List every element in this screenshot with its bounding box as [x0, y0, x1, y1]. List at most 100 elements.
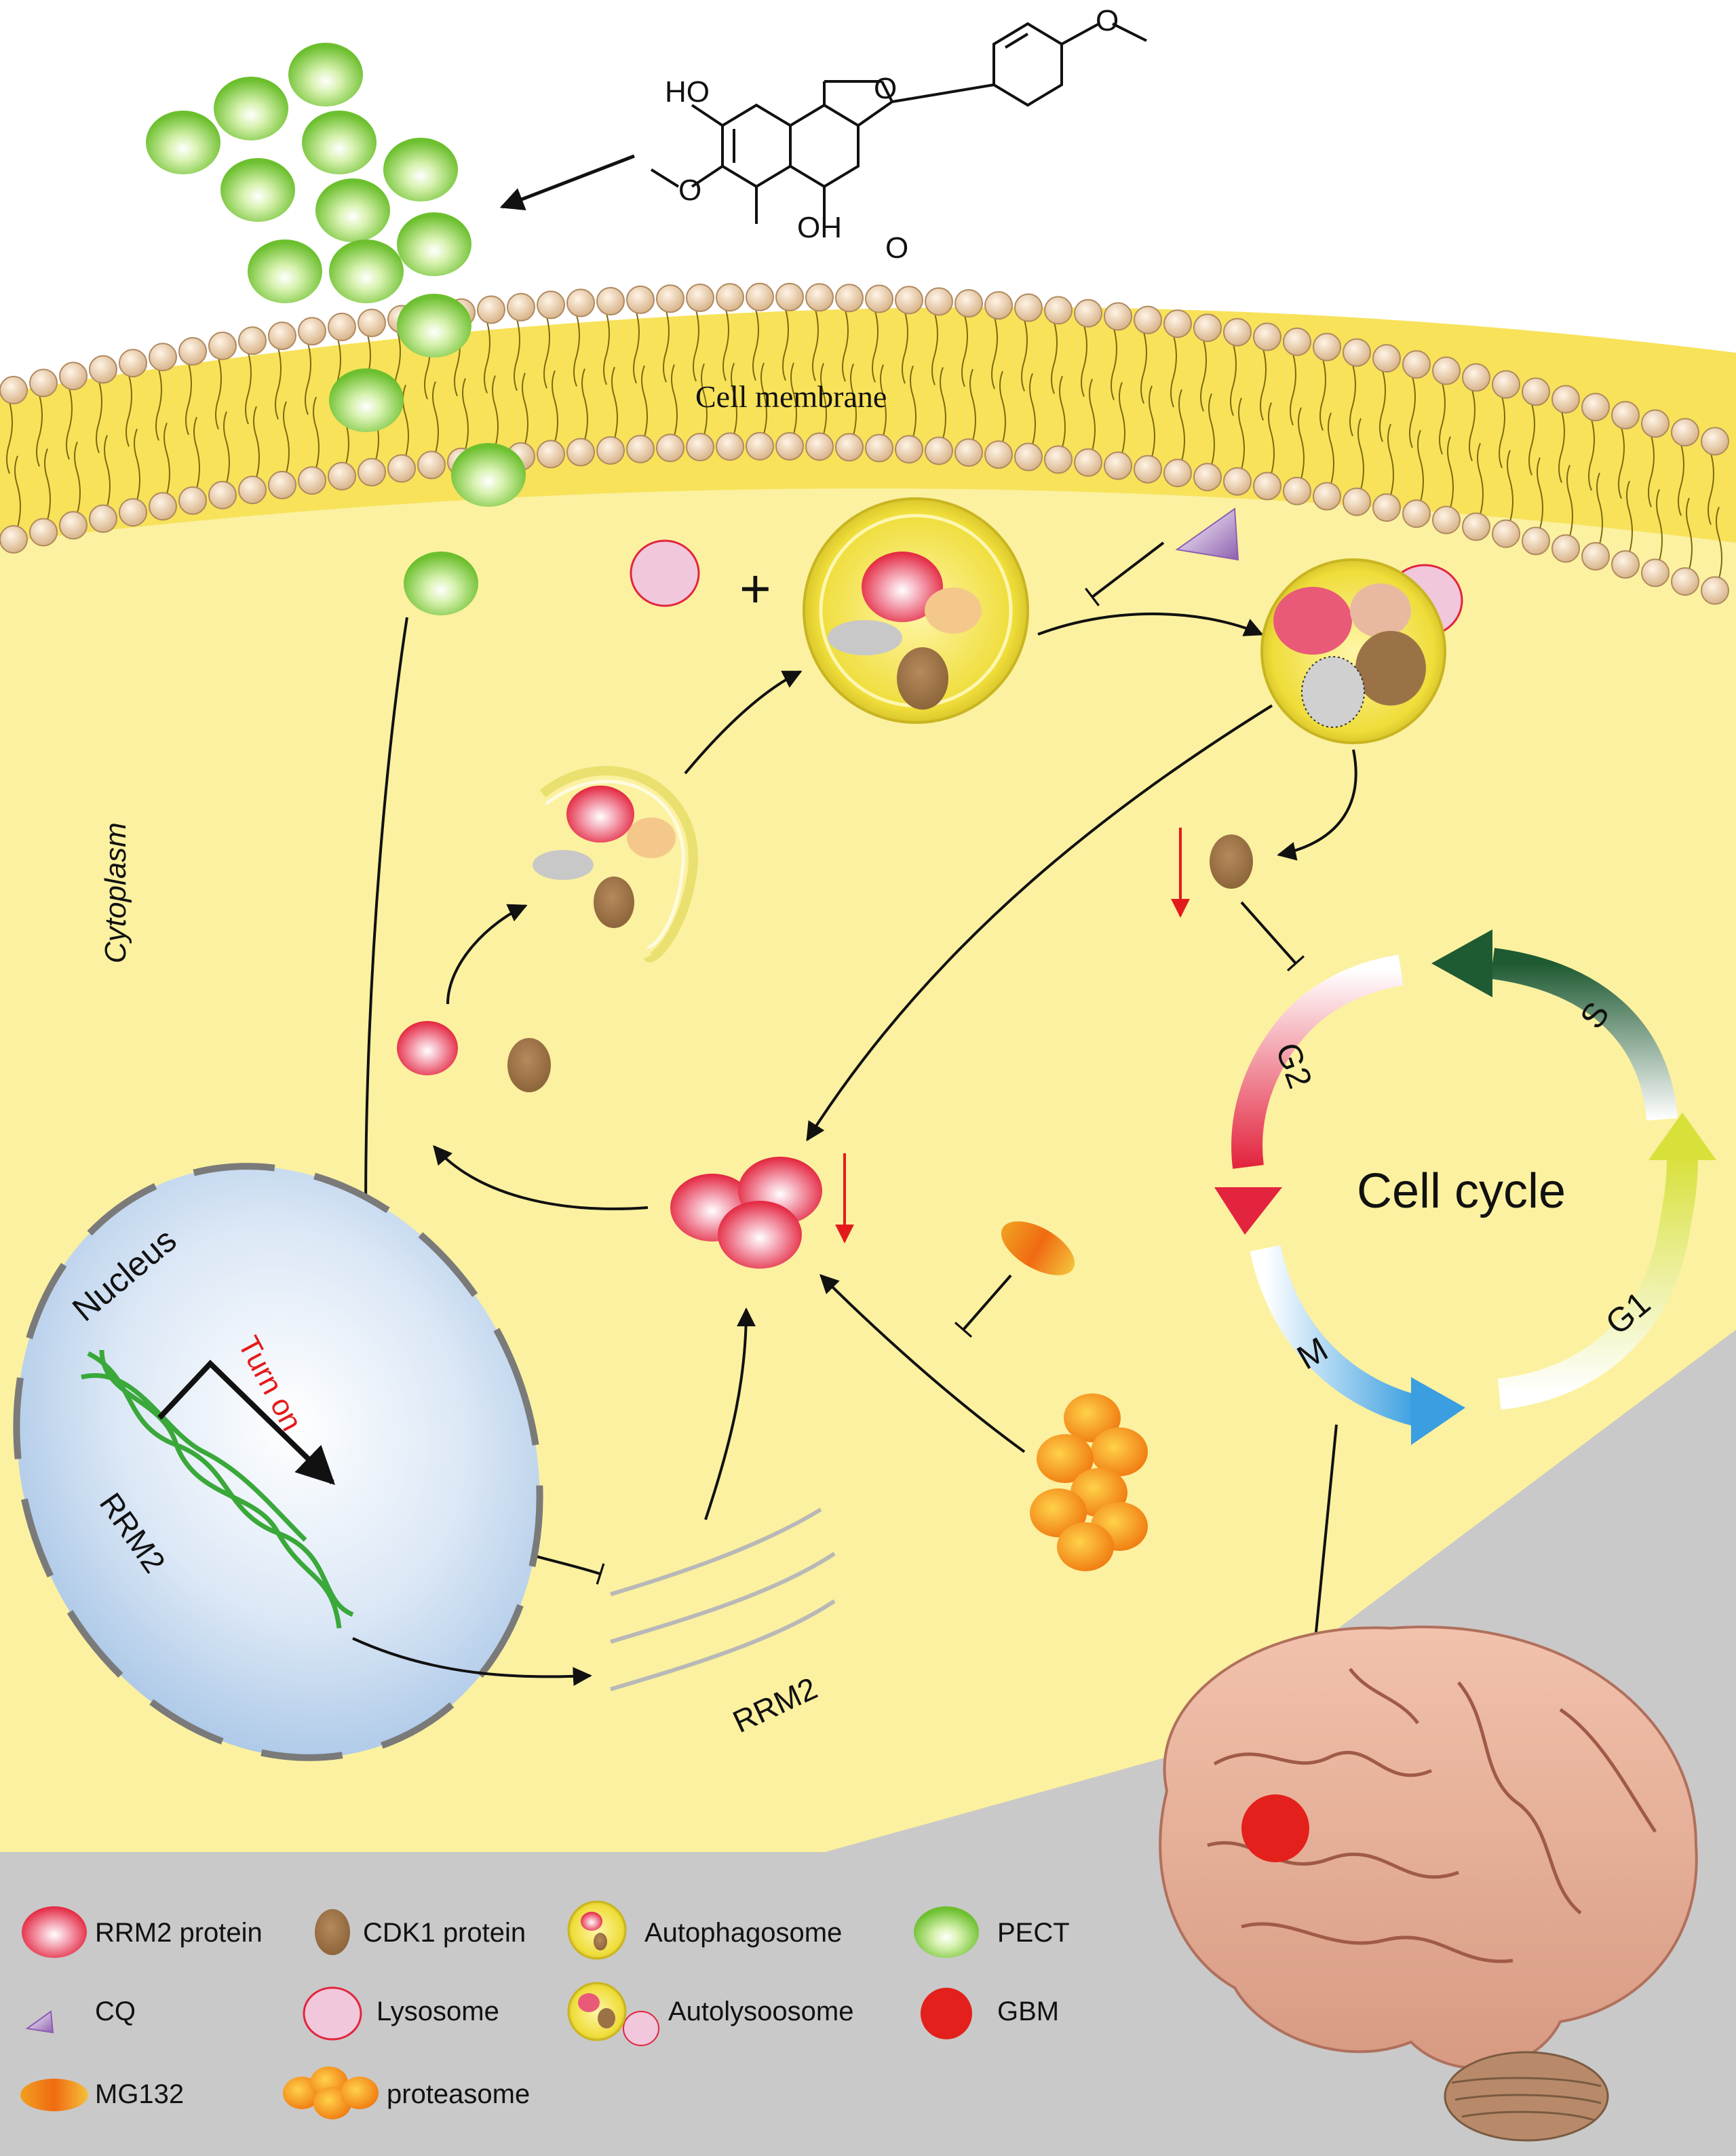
lipid-head — [925, 287, 953, 316]
lipid-head — [238, 476, 267, 505]
lipid-tail — [44, 448, 51, 520]
lipid-tail — [931, 313, 938, 385]
lipid-head — [1402, 350, 1431, 379]
lipid-head — [59, 511, 88, 540]
legend-item-mg132: MG132 — [20, 2079, 184, 2111]
lipid-head — [59, 362, 88, 391]
lipid-tail — [1051, 322, 1058, 394]
brain — [1159, 1625, 1698, 2142]
lipid-head — [865, 284, 893, 313]
lipid-tail — [155, 369, 162, 441]
lipid-head — [1343, 338, 1371, 367]
lipid-head — [1104, 302, 1132, 331]
lipid-tail — [902, 312, 908, 384]
proteasome-icon — [283, 2066, 379, 2119]
lipid-tail — [1417, 429, 1424, 502]
lipid-head — [1253, 322, 1281, 351]
lipid-head — [298, 466, 326, 495]
lipid-tail — [790, 362, 797, 435]
lipid-head — [1402, 499, 1431, 528]
lipid-tail — [1686, 497, 1693, 570]
lipid-head — [626, 434, 655, 463]
proteasome — [1030, 1393, 1148, 1571]
autolysosome-to-cdk1-arrow — [1277, 749, 1357, 861]
lipid-tail — [961, 315, 968, 387]
lipid-head — [358, 308, 386, 337]
lipid-head — [119, 498, 147, 527]
lipid-head — [1581, 392, 1610, 421]
lipid-head — [328, 312, 356, 341]
lipid-tail — [1528, 404, 1535, 476]
lipid-tail — [782, 309, 789, 381]
cell-membrane — [0, 282, 1736, 605]
lipid-head — [1641, 558, 1670, 588]
lipid-head — [984, 291, 1013, 320]
lipid-tail — [1119, 382, 1125, 454]
lipid-tail — [1029, 373, 1036, 445]
lipid-tail — [752, 309, 759, 381]
lipid-head — [328, 461, 356, 490]
lipid-tail — [462, 378, 469, 450]
nucleus-to-mrna-arrow — [352, 1637, 592, 1687]
lipid-head — [1611, 550, 1640, 579]
lipid-head — [1163, 309, 1192, 339]
svg-text:PECT: PECT — [997, 1918, 1070, 1948]
lipid-tail — [722, 309, 729, 381]
svg-text:RRM2 protein: RRM2 protein — [95, 1918, 263, 1948]
lipid-head — [1372, 493, 1401, 522]
lipid-tail — [1170, 335, 1177, 408]
lipid-head — [984, 440, 1013, 469]
lipid-tail — [126, 374, 132, 447]
lipid-head — [865, 434, 893, 463]
lipid-head — [268, 321, 296, 350]
autophagosome-to-autolysosome-arrow — [1037, 612, 1264, 636]
lipid-tail — [1537, 457, 1543, 529]
lipid-tail — [313, 396, 320, 469]
pect-sphere — [248, 239, 322, 303]
lipid-head — [566, 438, 595, 467]
lipid-head — [1313, 482, 1341, 511]
lipid-tail — [185, 363, 192, 436]
autophagosome — [803, 497, 1029, 724]
lipid-head — [1581, 541, 1610, 571]
lipid-head — [656, 284, 684, 313]
autophagosome-icon — [567, 1900, 627, 1960]
autolysosome — [1260, 558, 1463, 744]
legend: RRM2 protein CDK1 protein Autophagosome … — [20, 1900, 1070, 2119]
legend-item-autophagosome: Autophagosome — [567, 1900, 842, 1960]
pect-sphere — [214, 77, 288, 140]
lipid-head — [1611, 400, 1640, 429]
lipid-head — [775, 282, 804, 311]
lipid-head — [746, 431, 774, 461]
arrow-molecule-to-pect — [499, 154, 635, 211]
lipid-head — [1462, 363, 1490, 392]
lipid-head — [954, 438, 983, 467]
lipid-head — [1313, 332, 1341, 362]
lipid-tail — [1618, 427, 1625, 499]
cell-cycle: Cell cycle G2 S G1 M — [1214, 929, 1716, 1445]
lipid-tail — [1111, 328, 1117, 400]
svg-text:proteasome: proteasome — [387, 2079, 530, 2109]
lipid-tail — [522, 372, 528, 445]
legend-item-gbm: GBM — [921, 1988, 1059, 2039]
lipid-tail — [215, 358, 222, 430]
molecule-labels: HO OH O O O O — [665, 4, 1119, 265]
lipid-tail — [66, 388, 73, 460]
lipid-tail — [1200, 339, 1207, 412]
lipid-head — [1492, 519, 1520, 548]
phagophore — [533, 766, 698, 963]
lipid-tail — [253, 406, 260, 478]
lipid-tail — [1648, 436, 1655, 507]
autolysosome-to-rrm2-arrow — [806, 704, 1273, 1142]
lipid-tail — [663, 310, 670, 383]
pect-sphere — [397, 212, 471, 276]
legend-item-pect: PECT — [914, 1906, 1070, 1958]
lipid-tail — [641, 365, 648, 438]
lipid-tail — [991, 317, 998, 389]
lipid-tail — [1409, 376, 1416, 448]
mg132 — [1001, 1221, 1075, 1275]
svg-text:OH: OH — [797, 211, 842, 244]
svg-text:CQ: CQ — [95, 1997, 136, 2026]
svg-text:Autolysoosome: Autolysoosome — [668, 1997, 853, 2026]
